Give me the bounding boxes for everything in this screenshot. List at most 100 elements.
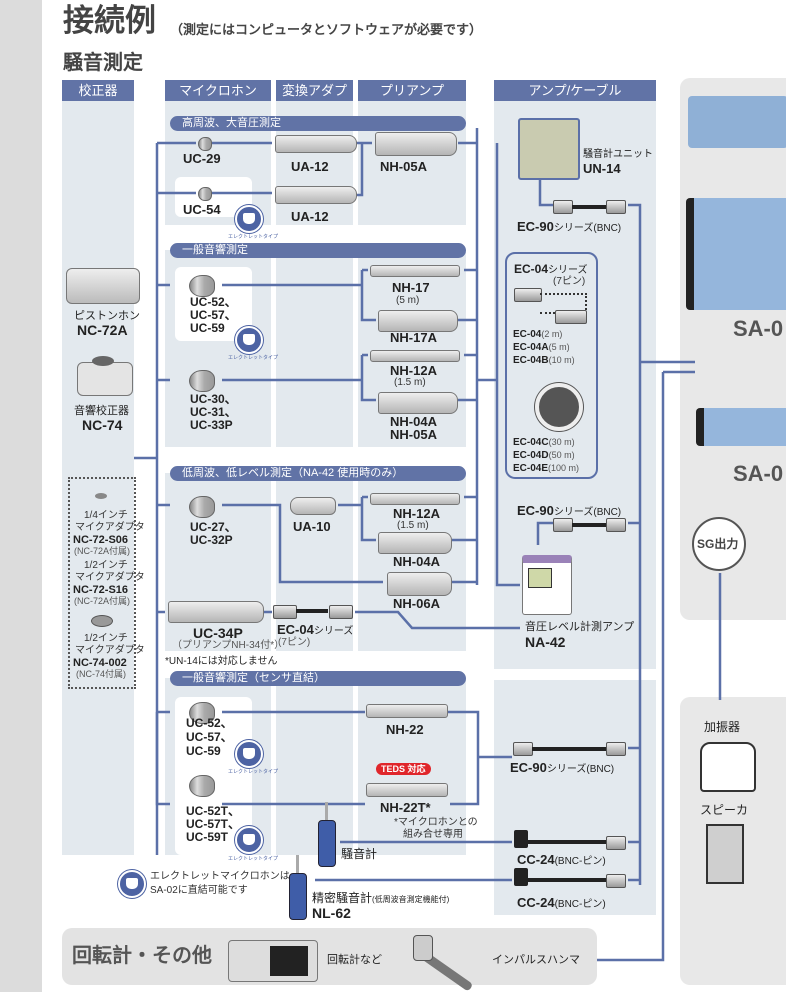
cc-24-cable-image — [528, 878, 606, 882]
bnc-connector-image — [606, 200, 626, 214]
column-header-microphone: マイクロホン — [165, 80, 271, 101]
mic-label: UC-33P — [190, 418, 233, 432]
nl-62-desc-main: 精密騒音計 — [312, 891, 373, 905]
electret-type-icon — [235, 205, 263, 233]
ec-04-series-box — [505, 252, 598, 479]
un-14-desc: 騒音計ユニット — [583, 149, 653, 160]
nh-05a-label: NH-05A — [380, 159, 427, 174]
nh-22t-preamp-image — [366, 783, 448, 797]
nh-12a-preamp-image — [370, 493, 460, 505]
variant-model: EC-04B — [513, 355, 549, 366]
electret-type-label: エレクトレットタイプ — [228, 355, 279, 361]
adapter-note: (NC-72A付属) — [74, 596, 131, 606]
nc-74-label: NC-74 — [82, 417, 123, 433]
nh-12a-label: NH-12A — [390, 363, 437, 378]
pin-plug-image — [514, 868, 528, 886]
nh-17a-label: NH-17A — [390, 330, 437, 345]
nl-62-label: NL-62 — [312, 905, 351, 921]
uc-34p-label: UC-34P — [193, 625, 243, 641]
adapter-model: NC-72-S16 — [73, 584, 129, 596]
uc-52-microphone-image — [189, 275, 215, 297]
variant-length: (2 m) — [541, 329, 563, 339]
nh-06a-preamp-image — [387, 572, 452, 596]
adapter-note: (NC-74付属) — [76, 669, 127, 679]
variant-length: (100 m) — [548, 463, 580, 473]
variant-model: EC-04C — [513, 437, 549, 448]
page-title: 接続例 — [63, 3, 156, 38]
acoustic-calibrator-label: 音響校正器 — [74, 405, 129, 417]
ec-90-suffix: シリーズ(BNC) — [546, 764, 615, 775]
nh-17-preamp-image — [370, 265, 460, 277]
uc-29-label: UC-29 — [183, 151, 221, 166]
ec-04-box-pin: (7ピン) — [553, 276, 586, 287]
group-bar-low-frequency: 低周波、低レベル測定（NA-42 使用時のみ） — [170, 466, 466, 481]
cc-24-suffix: (BNC-ピン) — [554, 856, 606, 867]
microphone-stem-icon — [296, 855, 299, 873]
electret-type-label: エレクトレットタイプ — [228, 856, 279, 862]
column-header-preamp: プリアンプ — [358, 80, 466, 101]
adapter-desc: マイクアダプタ — [75, 645, 145, 656]
cable-reel-image — [535, 383, 583, 431]
mic-label: UC-30、 — [190, 392, 237, 406]
shaker-image — [700, 742, 756, 792]
nl-62-meter-image — [289, 873, 307, 920]
adapter-panel — [276, 250, 353, 447]
bnc-connector-image — [606, 836, 626, 850]
shaker-label: 加振器 — [704, 720, 741, 734]
ec-04-pin: (7ピン) — [278, 637, 311, 648]
ec-90-cable-image — [572, 523, 606, 527]
electret-type-label: エレクトレットタイプ — [228, 234, 279, 240]
ec-04-connector-image — [329, 605, 353, 619]
variant-model: EC-04E — [513, 463, 549, 474]
variant-length: (5 m) — [548, 342, 570, 352]
mic-label: UC-57、 — [186, 730, 233, 744]
electret-type-icon — [118, 870, 146, 898]
slm-note: *マイクロホンとの — [394, 817, 478, 828]
adapter-size: 1/4インチ — [84, 510, 128, 521]
amp-cable-column — [494, 101, 656, 669]
sg-output-label: SG出力 — [697, 537, 739, 551]
uc-54-microphone-image — [198, 187, 212, 201]
speaker-image — [706, 824, 744, 884]
uc-27-microphone-image — [189, 496, 215, 518]
ec-90-cable-image — [572, 205, 606, 209]
nh-04a-label: NH-04A — [393, 554, 440, 569]
mic-label: UC-31、 — [190, 405, 237, 419]
ec-90-cable-image — [532, 747, 606, 751]
adapter-note: (NC-72A付属) — [74, 546, 131, 556]
bnc-connector-image — [553, 518, 573, 532]
variant-length: (30 m) — [548, 437, 575, 447]
ec-04-box-model: EC-04 — [514, 262, 549, 276]
ec-04-connector-image — [273, 605, 297, 619]
bnc-connector-image — [606, 742, 626, 756]
mic-label: UC-32P — [190, 533, 233, 547]
nh-22-preamp-image — [366, 704, 448, 718]
pistonphone-label: ピストンホン — [74, 310, 140, 322]
adapter-model: NC-74-002 — [73, 657, 127, 669]
other-title: 回転計・その他 — [72, 945, 212, 967]
impulse-hammer-label: インパルスハンマ — [492, 954, 580, 966]
adapter-desc: マイクアダプタ — [75, 522, 145, 533]
preamp-panel — [358, 250, 466, 447]
ec-90-model: EC-90 — [517, 219, 554, 234]
ec-04-connector-image — [555, 310, 587, 324]
ec-04-cable-image — [296, 609, 328, 613]
sa-device-image — [696, 408, 786, 446]
mic-label: UC-27、 — [190, 520, 237, 534]
nh-12a-length: (1.5 m) — [397, 520, 429, 531]
nl-62-desc: 精密騒音計(低周波音測定機能付) — [312, 891, 449, 905]
column-header-amp-cable: アンプ/ケーブル — [494, 80, 656, 101]
ec-90-model: EC-90 — [517, 503, 554, 518]
ec-04-variant: EC-04A(5 m) — [513, 342, 570, 353]
bnc-connector-image — [513, 742, 533, 756]
calibrator-port-icon — [92, 356, 114, 366]
ec-04-series: シリーズ — [313, 626, 354, 637]
mic-label: UC-52、 — [186, 716, 233, 730]
sg-output-circle — [692, 517, 746, 571]
electret-note: SA-02に直結可能です — [150, 885, 248, 896]
electret-note: エレクトレットマイクロホンは — [150, 871, 290, 882]
adapter-model: NC-72-S06 — [73, 534, 129, 546]
ec-04-box-title: EC-04シリーズ — [514, 262, 588, 276]
cc-24-label: CC-24(BNC-ピン) — [517, 895, 606, 910]
uc-54-label: UC-54 — [183, 202, 221, 217]
